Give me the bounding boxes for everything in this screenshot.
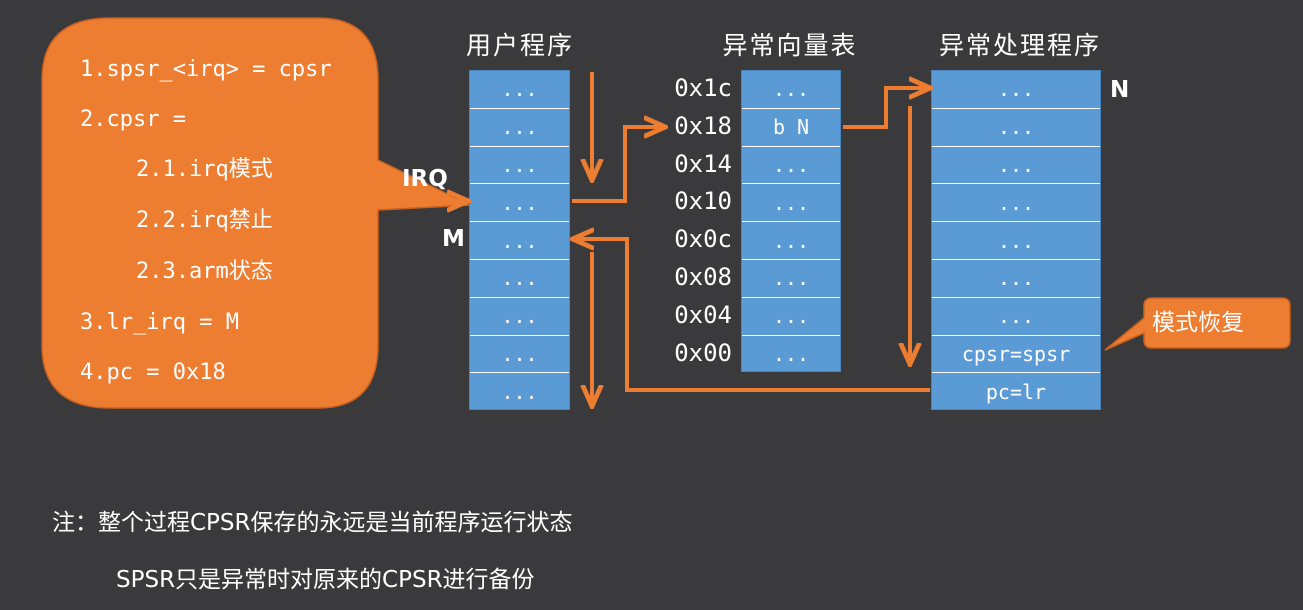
step-2-1: 2.1.irq模式 [136, 157, 273, 182]
vector-address-label: 0x1c [674, 74, 732, 102]
vector-table-cell: ... [742, 298, 840, 336]
note-line-2: SPSR只是异常时对原来的CPSR进行备份 [116, 567, 535, 593]
vector-address-label: 0x10 [674, 187, 732, 216]
handler-cell: ... [932, 222, 1100, 260]
vector-table-cell: ... [742, 184, 840, 223]
user-program-cell: ... [470, 298, 569, 336]
step-4: 4.pc = 0x18 [80, 360, 226, 385]
user-program-column: ........................... [469, 70, 570, 410]
irq-label: IRQ [402, 166, 448, 192]
vector-address-label: 0x0c [674, 225, 732, 254]
vector-table-cell: ... [742, 260, 840, 298]
step-callout-shape [41, 17, 473, 409]
vector-table-column: ...b N.................. [741, 70, 841, 372]
user-program-cell: ... [470, 260, 569, 298]
handler-cell: cpsr=spsr [932, 336, 1100, 374]
vector-address-label: 0x18 [674, 111, 732, 140]
vector-address-label: 0x04 [674, 300, 732, 329]
note-line-1: 注：整个过程CPSR保存的永远是当前程序运行状态 [52, 510, 573, 536]
vector-table-cell: ... [742, 147, 840, 185]
user-program-cell: ... [470, 222, 569, 260]
step-3: 3.lr_irq = M [80, 310, 239, 335]
vector-address-label: 0x00 [674, 338, 732, 367]
handler-cell: ... [932, 298, 1100, 336]
n-label: N [1110, 77, 1130, 103]
user-program-cell: ... [501, 380, 538, 405]
step-1: 1.spsr_<irq> = cpsr [80, 57, 332, 82]
step-2-3: 2.3.arm状态 [136, 259, 273, 284]
vector-address-label: 0x14 [674, 149, 732, 178]
m-label: M [442, 226, 465, 252]
vector-address-label: 0x08 [674, 263, 732, 291]
vector-table-title: 异常向量表 [722, 31, 858, 60]
user-program-cell: ... [470, 109, 569, 147]
handler-cell: ... [932, 260, 1100, 298]
restore-callout-shape [1104, 297, 1291, 351]
handler-cell: pc=lr [985, 380, 1047, 405]
handler-cell: ... [932, 71, 1100, 109]
vector-table-cell: ... [742, 222, 840, 260]
handler-cell: ... [932, 109, 1100, 147]
vector-table-cell: ... [772, 342, 810, 367]
user-program-cell: ... [470, 147, 569, 185]
handler-title: 异常处理程序 [938, 31, 1101, 60]
vector-table-cell: ... [742, 71, 840, 109]
handler-cell: ... [932, 147, 1100, 185]
restore-callout-text: 模式恢复 [1152, 310, 1244, 336]
vector-table-cell: b N [742, 109, 840, 147]
user-program-cell: ... [470, 71, 569, 109]
step-2: 2.cpsr = [80, 107, 186, 132]
step-2-2: 2.2.irq禁止 [136, 208, 273, 233]
user-program-cell: ... [470, 184, 569, 223]
user-program-title: 用户程序 [465, 31, 574, 60]
user-program-cell: ... [470, 336, 569, 374]
handler-cell: ... [932, 184, 1100, 223]
